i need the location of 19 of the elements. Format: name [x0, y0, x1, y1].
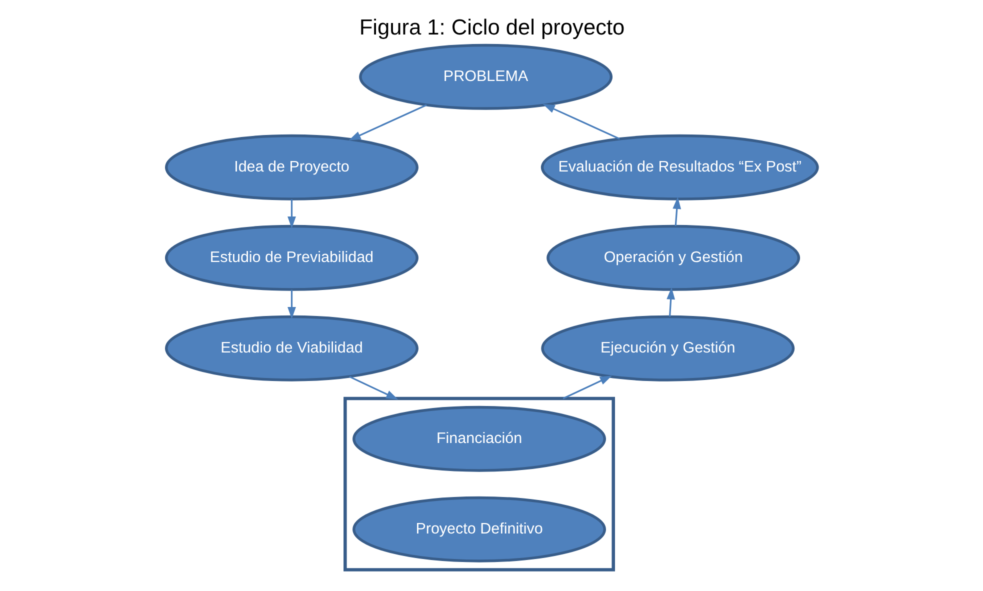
- node-ellipse: PROBLEMA: [358, 44, 612, 110]
- arrow: [542, 104, 620, 140]
- arrow: [562, 376, 612, 400]
- node-ellipse: Idea de Proyecto: [164, 134, 418, 200]
- cluster: [343, 396, 614, 572]
- node-ellipse: Proyecto Definitivo: [352, 496, 606, 562]
- node-ellipse: Estudio de Viabilidad: [164, 315, 418, 382]
- node-ellipse: Financiación: [352, 406, 606, 472]
- arrow: [287, 199, 296, 229]
- node-ellipse: Evaluación de Resultados “Ex Post”: [540, 134, 818, 200]
- node-ellipse: Ejecución y Gestión: [540, 315, 794, 382]
- diagram-title: Figura 1: Ciclo del proyecto: [358, 14, 624, 40]
- arrow: [348, 376, 398, 400]
- arrow: [672, 196, 681, 226]
- arrow: [287, 290, 296, 320]
- arrow: [348, 104, 426, 140]
- node-ellipse: Estudio de Previabilidad: [164, 224, 418, 291]
- arrow: [666, 287, 675, 317]
- node-ellipse: Operación y Gestión: [546, 224, 800, 291]
